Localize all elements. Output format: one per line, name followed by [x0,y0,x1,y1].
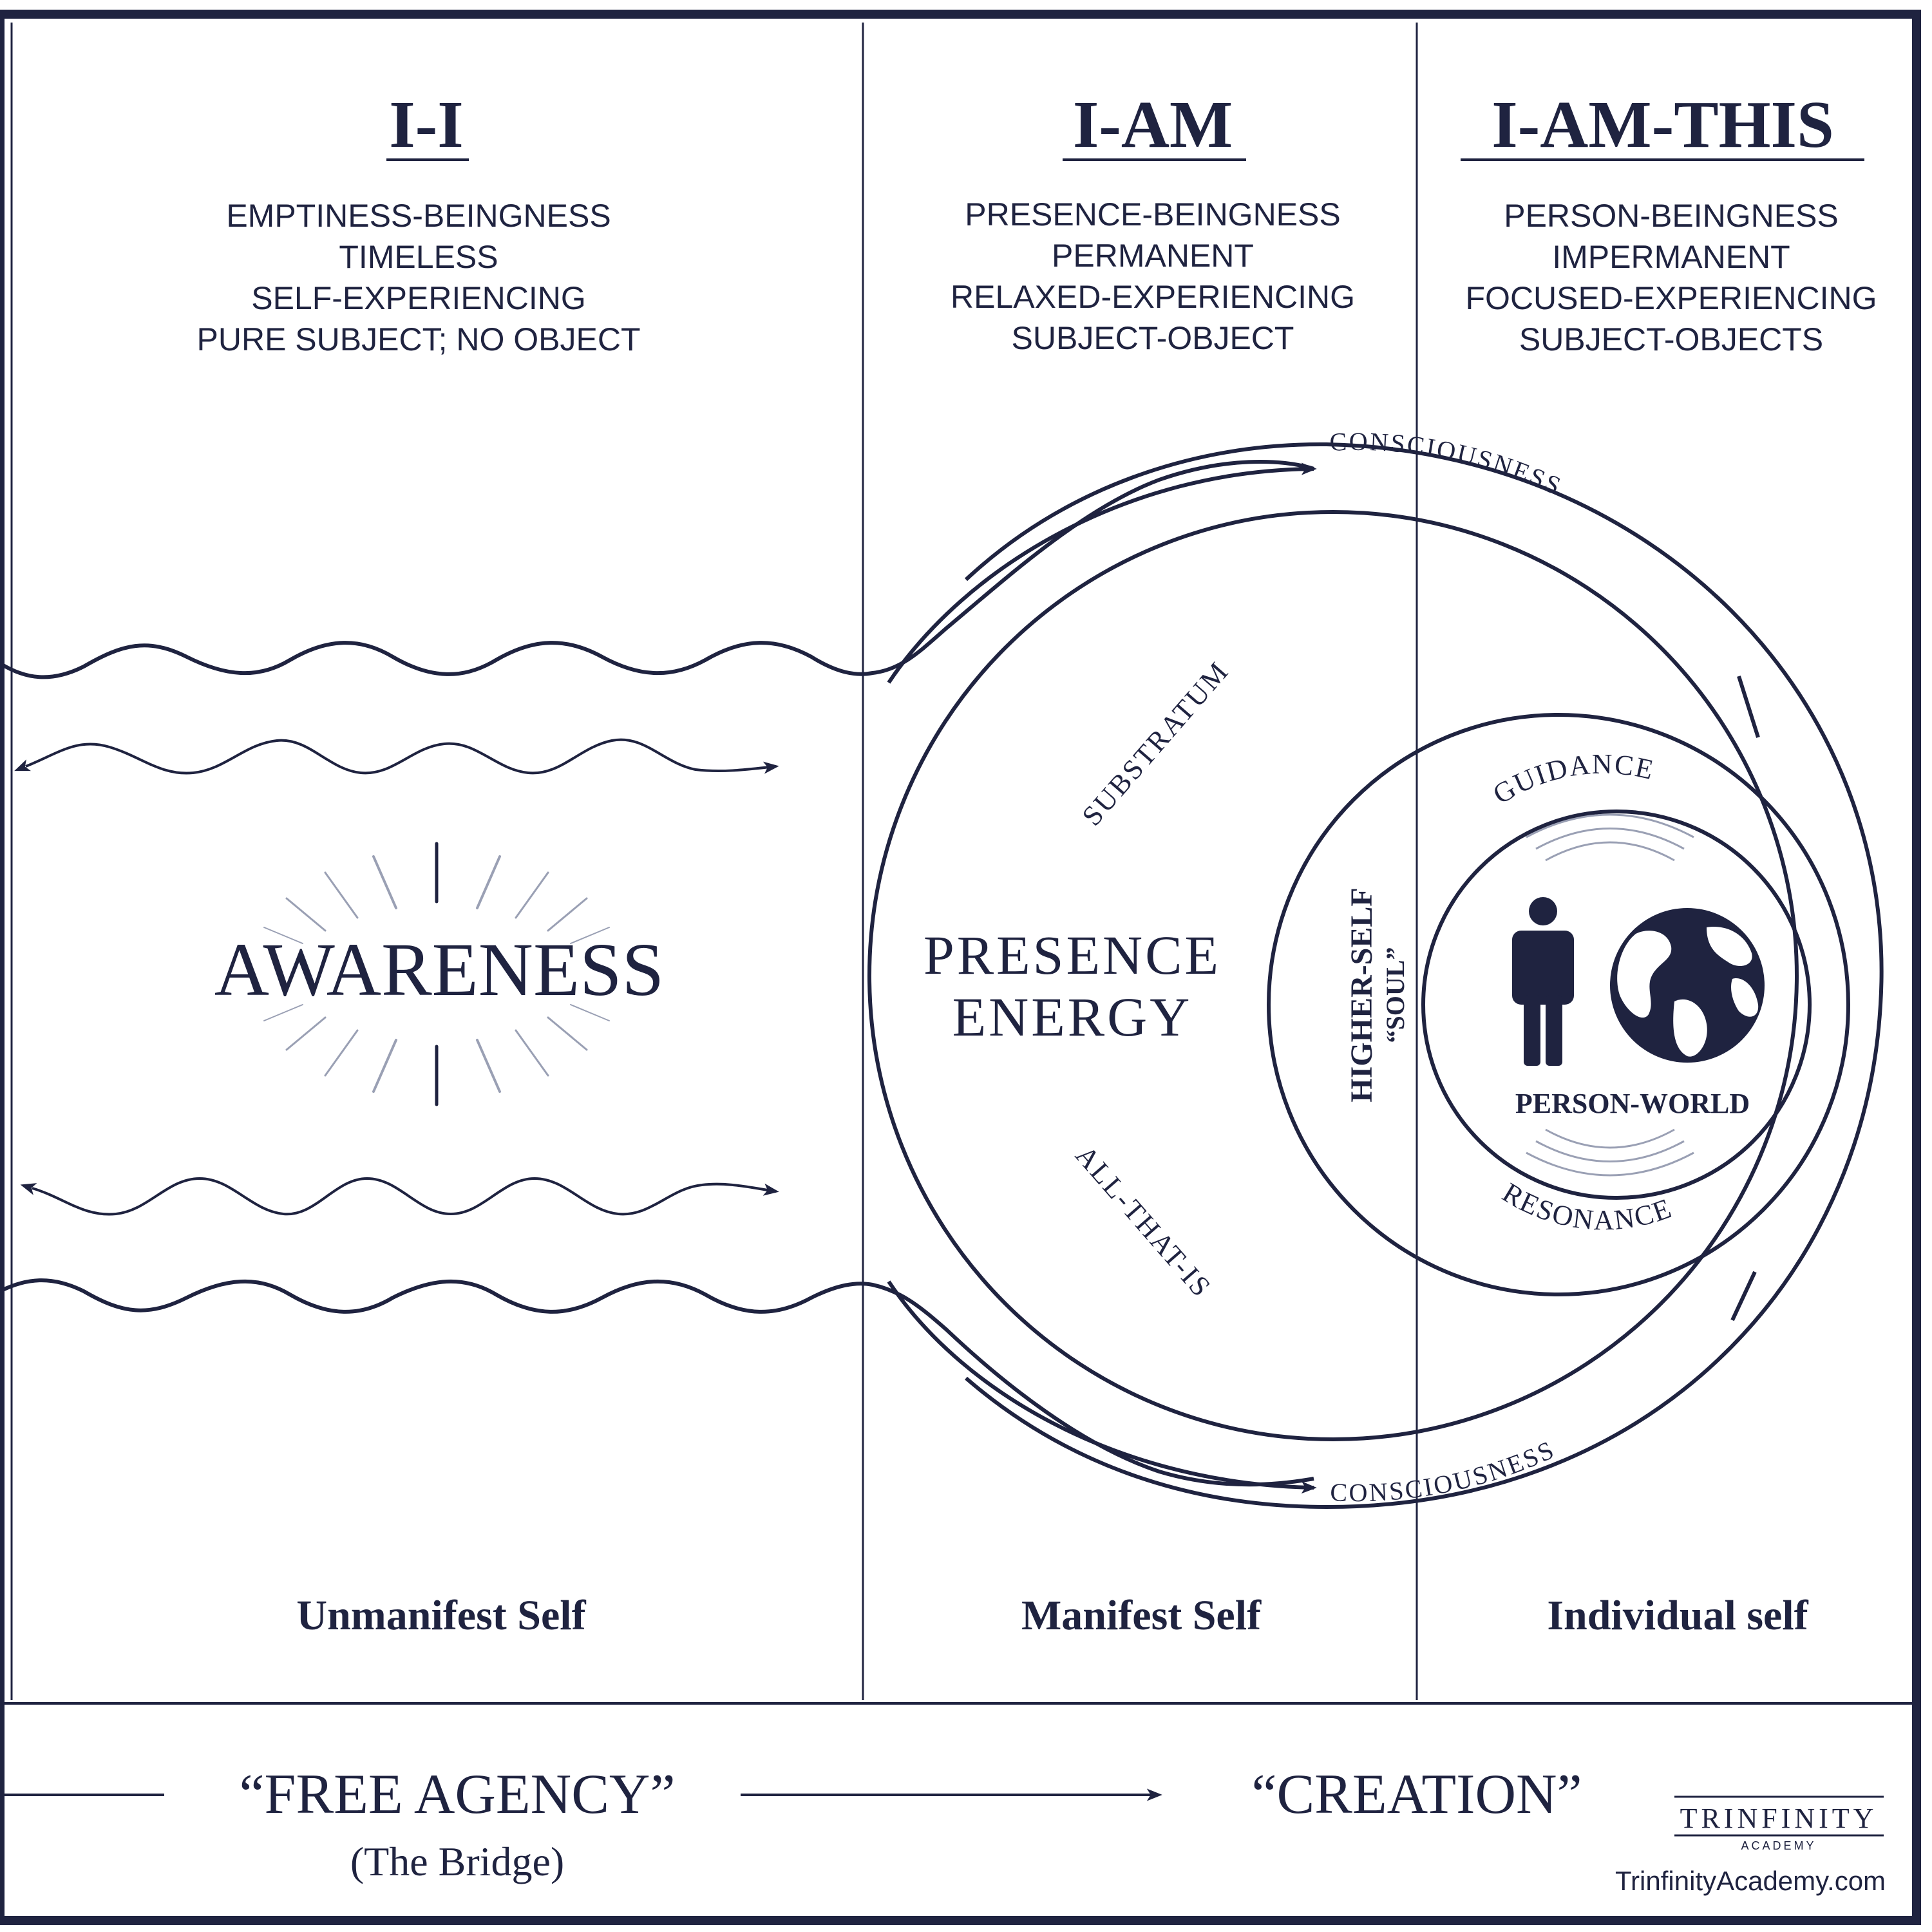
bridge-label: (The Bridge) [350,1839,564,1884]
column-line: SUBJECT-OBJECT [1012,320,1294,356]
soul-label: “SOUL” [1381,947,1410,1043]
higher-self-label: HIGHER-SELF [1345,887,1379,1102]
presence-line-1: PRESENCE [923,924,1221,986]
consciousness-top-label: CONSCIOUSNESS [1329,427,1567,501]
globe-icon [1610,908,1765,1063]
consciousness-bottom-label: CONSCIOUSNESS [1330,1434,1560,1507]
frame [0,10,1921,1925]
column-footer: Unmanifest Self [296,1592,586,1639]
column-heading: I-AM-THIS [1492,88,1834,162]
outer-loop-arc [964,442,1884,1510]
free-agency-label: “FREE AGENCY” [239,1763,675,1826]
upper-consciousness-arc [887,462,1317,684]
column-i-am: I-AM PRESENCE-BEINGNESS PERMANENT RELAXE… [951,88,1355,1639]
outer-circle [867,510,1799,1441]
person-icon [1512,897,1574,1066]
column-line: EMPTINESS-BEINGNESS [226,198,611,234]
column-line: SELF-EXPERIENCING [251,280,586,316]
column-line: TIMELESS [339,239,498,275]
lower-consciousness-arc [887,1280,1317,1494]
resonance-label: RESONANCE [1497,1177,1676,1236]
trinfinity-logo: TRINFINITY ACADEMY TrinfinityAcademy.com [1615,1795,1886,1896]
column-line: IMPERMANENT [1552,239,1790,275]
column-heading: I-AM [1073,88,1233,162]
column-line: PERSON-BEINGNESS [1504,198,1839,234]
all-that-is-label: ALL-THAT-IS [1069,1139,1218,1303]
person-world-label: PERSON-WORLD [1515,1088,1750,1119]
upper-small-wave [14,738,779,775]
middle-circle [1267,713,1850,1296]
awareness-label: AWARENESS [214,927,665,1012]
column-line: RELAXED-EXPERIENCING [951,279,1355,315]
inner-circle [1421,810,1812,1200]
column-line: PERMANENT [1052,238,1254,274]
circles [867,510,1850,1441]
radiant-burst-icon [263,842,610,1106]
column-line: SUBJECT-OBJECTS [1519,321,1823,357]
column-i-i: I-I EMPTINESS-BEINGNESS TIMELESS SELF-EX… [197,88,641,1639]
guidance-label: GUIDANCE [1488,748,1658,810]
column-line: PURE SUBJECT; NO OBJECT [197,321,641,357]
creation-label: “CREATION” [1251,1763,1582,1826]
column-line: FOCUSED-EXPERIENCING [1466,280,1877,316]
resonance-ripples [1526,1128,1694,1177]
presence-line-2: ENERGY [952,986,1193,1048]
logo-name: TRINFINITY [1680,1803,1878,1834]
lower-wave [0,1278,1314,1487]
upper-wave [0,459,1314,679]
bottom-bar: “FREE AGENCY” (The Bridge) “CREATION” [0,1763,1582,1884]
lower-small-wave [20,1177,779,1216]
awareness-waves [0,459,1314,1487]
logo-url: TrinfinityAcademy.com [1615,1866,1886,1896]
column-i-am-this: I-AM-THIS PERSON-BEINGNESS IMPERMANENT F… [1461,88,1877,1639]
column-footer: Manifest Self [1021,1592,1262,1639]
substratum-label: SUBSTRATUM [1076,655,1236,831]
guidance-ripples [1526,813,1694,862]
column-line: PRESENCE-BEINGNESS [965,196,1340,232]
consciousness-arcs [887,442,1884,1510]
column-heading: I-I [389,88,464,162]
column-footer: Individual self [1547,1592,1808,1639]
logo-subtitle: ACADEMY [1741,1839,1816,1852]
